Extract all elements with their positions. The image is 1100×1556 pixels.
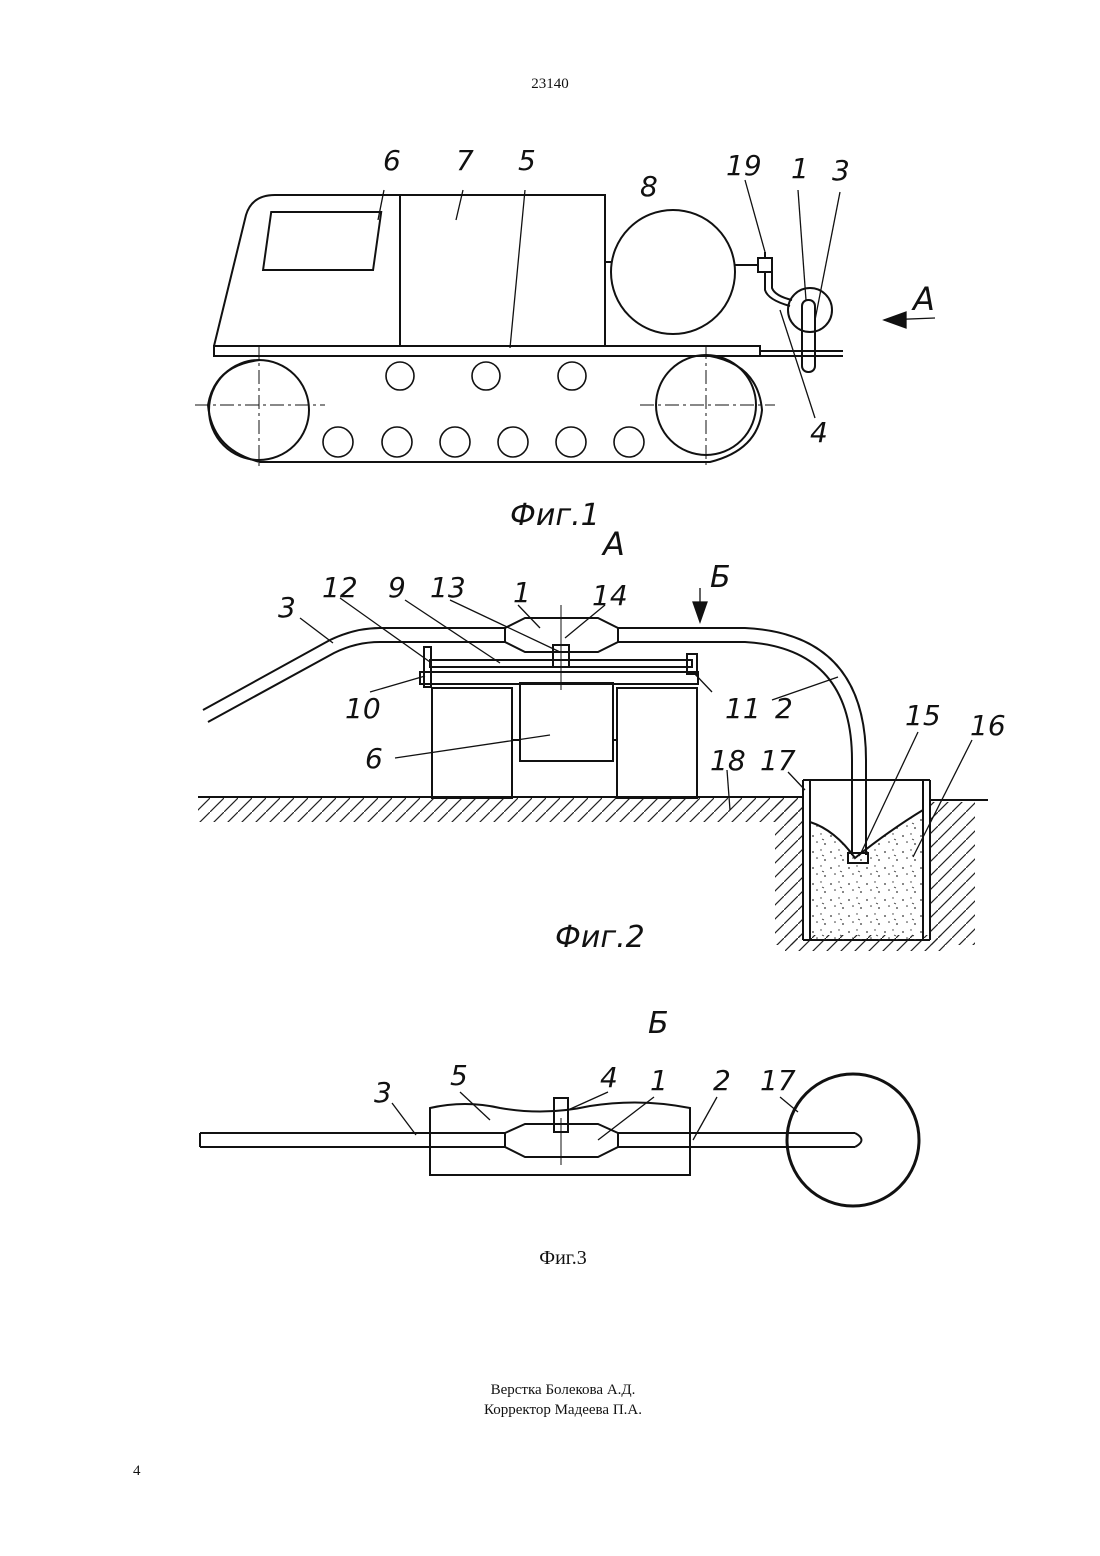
- fig3-label-2: 2: [713, 1064, 731, 1097]
- fig2-drawing: [198, 588, 988, 951]
- fig1-pump: [788, 288, 832, 332]
- fig1-label-19: 19: [726, 149, 762, 182]
- fig2-label-16: 16: [970, 709, 1006, 742]
- fig2-label-17: 17: [760, 744, 796, 777]
- fig3-label-4: 4: [600, 1061, 618, 1094]
- fig1-view-marker: А: [911, 280, 935, 318]
- credits: Верстка Болекова А.Д. Корректор Мадеева …: [0, 1380, 1100, 1420]
- fig1-tank: [611, 210, 735, 334]
- fig3-label-5: 5: [450, 1059, 468, 1092]
- fig1-label-7: 7: [456, 144, 474, 177]
- fig2-label-3: 3: [278, 591, 296, 624]
- fig1-label-1: 1: [791, 152, 809, 185]
- fig2-label-12: 12: [322, 571, 358, 604]
- fig2-caption: Фиг.2: [555, 920, 645, 955]
- fig2-label-13: 13: [430, 571, 466, 604]
- fig2-track-right: [617, 688, 697, 798]
- fig1-label-6: 6: [383, 144, 401, 177]
- fig2-label-15: 15: [905, 699, 941, 732]
- fig2-label-14: 14: [592, 579, 628, 612]
- corrector-credit: Корректор Мадеева П.А.: [0, 1400, 1100, 1420]
- layout-credit: Верстка Болекова А.Д.: [0, 1380, 1100, 1400]
- fig2-label-18: 18: [710, 744, 746, 777]
- fig3-caption: Фиг.3: [0, 1247, 1100, 1270]
- fig2-label-1: 1: [513, 576, 531, 609]
- fig2-label-9: 9: [388, 571, 406, 604]
- fig2-label-6: 6: [365, 742, 383, 775]
- fig2-label-10: 10: [345, 692, 381, 725]
- fig3-well-casing: [787, 1074, 919, 1206]
- fig1-label-3: 3: [832, 154, 850, 187]
- fig3-labels: Б 3 5 4 1 2 17: [374, 1006, 796, 1109]
- fig3-label-17: 17: [760, 1064, 796, 1097]
- fig2-view-title: А: [601, 525, 625, 563]
- page-number: 4: [133, 1463, 141, 1480]
- fig3-vehicle-outline: [430, 1102, 690, 1175]
- fig3-label-1: 1: [650, 1064, 668, 1097]
- fig2-body: [520, 683, 613, 761]
- fig1-caption: Фиг.1: [510, 498, 600, 533]
- fig2-label-2: 2: [775, 692, 793, 725]
- fig3-label-3: 3: [374, 1076, 392, 1109]
- fig2-label-11: 11: [725, 692, 761, 725]
- fig2-view-marker: Б: [710, 560, 731, 595]
- fig1-label-4: 4: [810, 416, 828, 449]
- fig1-label-5: 5: [518, 144, 536, 177]
- fig1-label-8: 8: [640, 170, 658, 203]
- fig1-cab-window: [263, 212, 381, 270]
- fig3-drawing: [200, 1074, 919, 1206]
- fig1-labels: 6 7 5 8 19 1 3 4 А Фиг.1: [383, 144, 935, 533]
- fig3-view-title: Б: [648, 1006, 669, 1041]
